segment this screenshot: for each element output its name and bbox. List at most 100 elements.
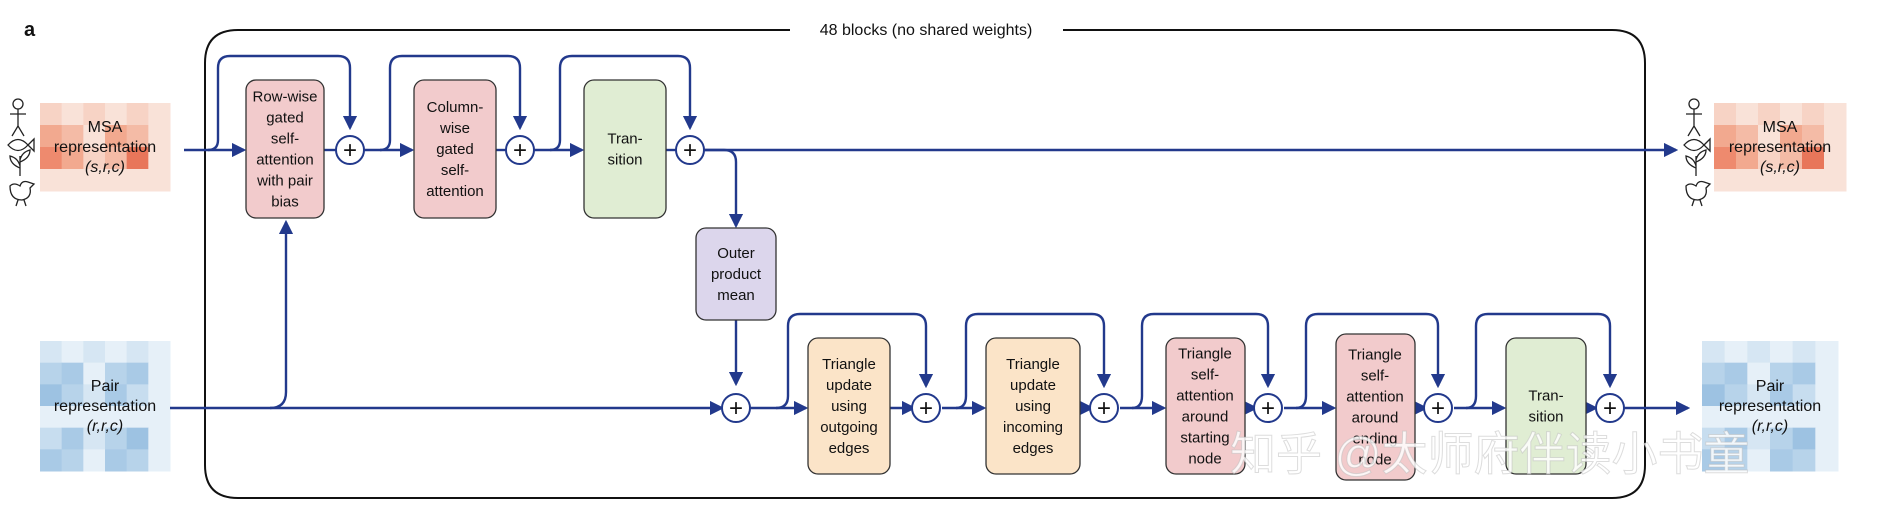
module-label-line: gated	[436, 141, 474, 158]
heatmap-cell	[1815, 449, 1839, 472]
heatmap-cell	[1815, 362, 1839, 385]
heatmap-cell	[126, 406, 149, 429]
heatmap-cell	[105, 449, 128, 472]
module-label-line: sition	[607, 152, 642, 169]
heatmap-cell	[1824, 169, 1847, 192]
heatmap-cell	[61, 427, 84, 450]
chicken-icon	[1685, 180, 1712, 207]
representation-label-line: (r,r,c)	[87, 418, 123, 435]
heatmap-cell	[148, 427, 171, 450]
module-label-line: edges	[1013, 440, 1054, 457]
heatmap-cell	[126, 362, 149, 385]
fish-icon	[7, 137, 35, 153]
heatmap-cell	[1792, 427, 1816, 450]
heatmap-cell	[40, 341, 63, 364]
heatmap-cell	[105, 103, 128, 126]
module-label-line: gated	[266, 110, 304, 127]
plus-sign: +	[1097, 395, 1111, 422]
human-icon	[10, 98, 26, 137]
representation-label-line: representation	[54, 139, 156, 156]
heatmap-cell	[1770, 427, 1794, 450]
module-pair-transition: Tran-sition	[1505, 337, 1587, 475]
heatmap-cell	[1724, 362, 1748, 385]
heatmap-cell	[126, 427, 149, 450]
module-label-line: Triangle	[1006, 356, 1060, 373]
plus-sign: +	[683, 137, 697, 164]
heatmap-cell	[1702, 449, 1726, 472]
module-label-line: using	[831, 398, 867, 415]
plant-icon	[1685, 149, 1707, 176]
heatmap-cell	[1747, 449, 1771, 472]
module-label-line: Outer	[717, 245, 755, 262]
representation-label-line: (s,r,c)	[85, 159, 125, 176]
heatmap-cell	[148, 125, 171, 148]
module-label-line: node	[1188, 451, 1221, 468]
heatmap-cell	[1747, 362, 1771, 385]
connection-arrows	[170, 54, 1691, 416]
heatmap-cell	[105, 406, 128, 429]
heatmap-cell	[148, 169, 171, 192]
heatmap-cell	[1815, 384, 1839, 407]
module-label: Tran-sition	[607, 131, 642, 169]
heatmap-cell	[1780, 147, 1803, 170]
module-label-line: Triangle	[1178, 346, 1232, 363]
heatmap-cell	[83, 384, 106, 407]
module-label: Tran-sition	[1528, 388, 1563, 426]
heatmap-cell	[1747, 384, 1771, 407]
module-label-line: attention	[1176, 388, 1234, 405]
module-label-line: Tran-	[607, 131, 642, 148]
heatmap-cell	[40, 406, 63, 429]
heatmap-cell	[105, 125, 128, 148]
heatmap-cell	[1724, 427, 1748, 450]
module-label-line: Column-	[427, 99, 484, 116]
module-label-line: Row-wise	[252, 89, 317, 106]
heatmap-cell	[61, 449, 84, 472]
heatmap-cell	[1747, 406, 1771, 429]
block-frame	[204, 29, 1646, 499]
heatmap-cell	[83, 169, 106, 192]
plus-sign: +	[919, 395, 933, 422]
heatmap-cell	[83, 406, 106, 429]
heatmap-cell	[1770, 384, 1794, 407]
module-label-line: around	[1352, 410, 1399, 427]
heatmap-cell	[1770, 362, 1794, 385]
heatmap-cell	[126, 341, 149, 364]
heatmap-cell	[40, 449, 63, 472]
heatmap-cell	[148, 406, 171, 429]
module-label-line: incoming	[1003, 419, 1063, 436]
heatmap-cell	[1792, 362, 1816, 385]
heatmap-cell	[1736, 169, 1759, 192]
heatmap-cell	[1714, 125, 1737, 148]
heatmap-cell	[40, 103, 63, 126]
representation-label-line: representation	[1719, 398, 1821, 415]
heatmap-cell	[105, 147, 128, 170]
heatmap-cell	[105, 169, 128, 192]
heatmap-cell	[61, 169, 84, 192]
heatmap-cell	[126, 125, 149, 148]
heatmap-cell	[1770, 406, 1794, 429]
heatmap-cell	[1824, 125, 1847, 148]
plus-sign: +	[343, 137, 357, 164]
residual-add-node: +	[1595, 393, 1625, 423]
heatmap-cell	[61, 362, 84, 385]
module-label-line: attention	[1346, 389, 1404, 406]
organism-icons-right	[1683, 98, 1712, 207]
module-label-line: attention	[426, 183, 484, 200]
heatmap-cell	[126, 147, 149, 170]
module-label-line: sition	[1528, 409, 1563, 426]
plus-sign: +	[1261, 395, 1275, 422]
plant-icon	[9, 149, 31, 176]
heatmap-cell	[1747, 427, 1771, 450]
module-label-line: starting	[1180, 430, 1229, 447]
heatmap-cell	[1824, 103, 1847, 126]
heatmap-cell	[40, 169, 63, 192]
